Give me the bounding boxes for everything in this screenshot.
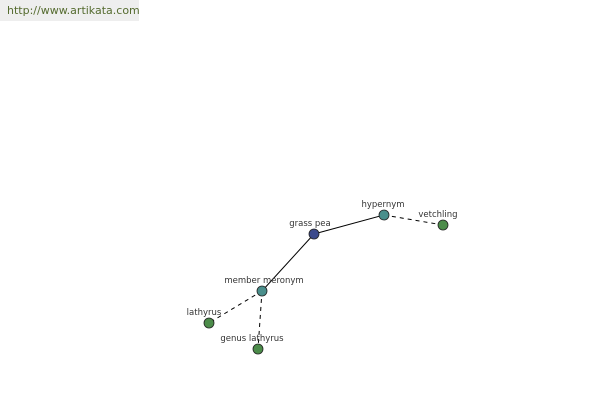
node-label-hypernym[interactable]: hypernym (361, 200, 404, 210)
node-member-meronym[interactable] (256, 285, 268, 297)
edge-member-meronym-to-lathyrus (208, 290, 263, 324)
node-hypernym[interactable] (378, 209, 390, 221)
labels-layer: grass pea hypernym vetchling member meronym… (187, 200, 458, 344)
nodes-layer (203, 209, 449, 355)
node-label-lathyrus[interactable]: lathyrus (187, 308, 222, 318)
node-label-grass-pea[interactable]: grass pea (289, 219, 331, 229)
node-grass-pea[interactable] (308, 228, 320, 240)
edge-grass-pea-to-member-meronym (261, 233, 315, 292)
node-label-vetchling[interactable]: vetchling (418, 210, 457, 220)
edge-hypernym-to-vetchling (383, 214, 444, 226)
edge-member-meronym-to-genus-lathyrus (257, 290, 263, 350)
edges-layer (208, 214, 444, 350)
node-vetchling[interactable] (437, 219, 449, 231)
edge-grass-pea-to-hypernym (313, 214, 385, 235)
site-url-link[interactable]: http://www.artikata.com (0, 0, 140, 21)
node-label-member-meronym[interactable]: member meronym (224, 276, 303, 286)
node-label-genus-lathyrus[interactable]: genus lathyrus (220, 334, 284, 344)
node-lathyrus[interactable] (203, 317, 215, 329)
node-genus-lathyrus[interactable] (252, 343, 264, 355)
